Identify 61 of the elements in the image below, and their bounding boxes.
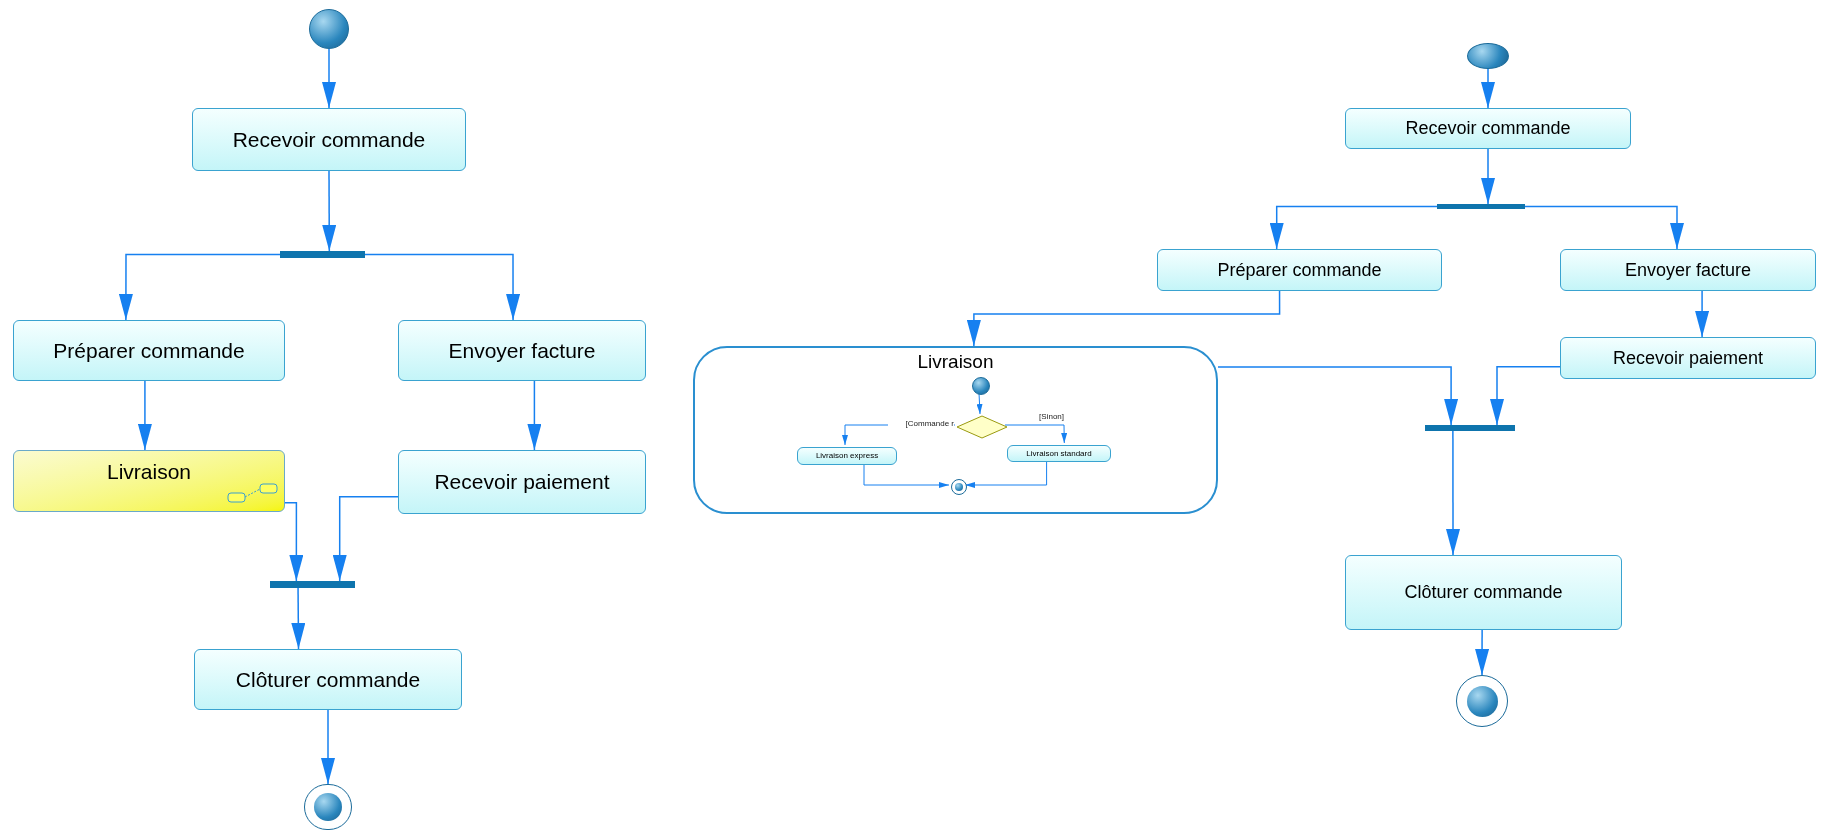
- activity-label: Préparer commande: [1217, 258, 1382, 282]
- arrow: [527, 380, 542, 451]
- arrow: [1490, 366, 1561, 426]
- arrow: [364, 253, 521, 321]
- activity-label: Envoyer facture: [1624, 258, 1752, 282]
- start-node: [972, 377, 990, 395]
- activity-label: Recevoir paiement: [1612, 346, 1764, 370]
- arrow: [1004, 424, 1068, 444]
- arrow: [966, 290, 1281, 347]
- activity-label: Envoyer facture: [448, 337, 596, 364]
- action-box: [398, 450, 646, 514]
- action-box: [13, 320, 285, 381]
- sync-bar: [1437, 204, 1525, 209]
- action-box: [398, 320, 646, 381]
- subactivity-box: [13, 450, 285, 512]
- action-box: [192, 108, 466, 171]
- activity-label: Recevoir commande: [232, 126, 426, 153]
- arrow: [284, 501, 304, 582]
- activity-label: Livraison express: [815, 450, 879, 462]
- arrow: [118, 253, 281, 321]
- action-box: [1007, 445, 1111, 462]
- start-node: [1467, 43, 1509, 69]
- activity-label: Recevoir paiement: [434, 469, 610, 496]
- sync-bar: [280, 251, 365, 258]
- activity-label: Livraison standard: [1026, 447, 1092, 460]
- end-node: [951, 479, 967, 495]
- end-node: [304, 784, 352, 830]
- sync-bar: [270, 581, 355, 588]
- guard-label: [Commande r: [888, 419, 954, 429]
- action-box: [1345, 555, 1622, 630]
- arrow: [322, 170, 337, 252]
- arrow: [322, 48, 336, 109]
- action-box: [1157, 249, 1442, 291]
- arrow: [1524, 205, 1684, 250]
- activity-label: Livraison: [106, 459, 191, 485]
- activity-label: Clôturer commande: [235, 666, 421, 693]
- arrow: [1695, 290, 1710, 338]
- arrow: [1446, 430, 1460, 556]
- arrow: [1475, 629, 1490, 676]
- action-box: [1345, 108, 1631, 149]
- action-box: [1560, 337, 1816, 379]
- action-box: [194, 649, 462, 710]
- arrow: [1217, 366, 1459, 426]
- arrow: [1269, 205, 1438, 250]
- action-box: [797, 447, 897, 465]
- arrow: [332, 495, 399, 582]
- activity-label: Préparer commande: [53, 337, 245, 364]
- arrow: [137, 380, 152, 451]
- arrow: [1481, 148, 1495, 205]
- arrow: [291, 587, 306, 650]
- arrow: [321, 709, 335, 785]
- activity-label: Clôturer commande: [1404, 581, 1563, 604]
- activity-group: [693, 346, 1218, 514]
- group-title: Livraison: [916, 350, 995, 374]
- sync-bar: [1425, 425, 1515, 431]
- end-node: [1456, 675, 1508, 727]
- action-box: [1560, 249, 1816, 291]
- arrow: [1481, 68, 1495, 109]
- decision-diamond: [957, 416, 1007, 438]
- start-node: [309, 9, 349, 49]
- activity-label: Recevoir commande: [1405, 117, 1571, 140]
